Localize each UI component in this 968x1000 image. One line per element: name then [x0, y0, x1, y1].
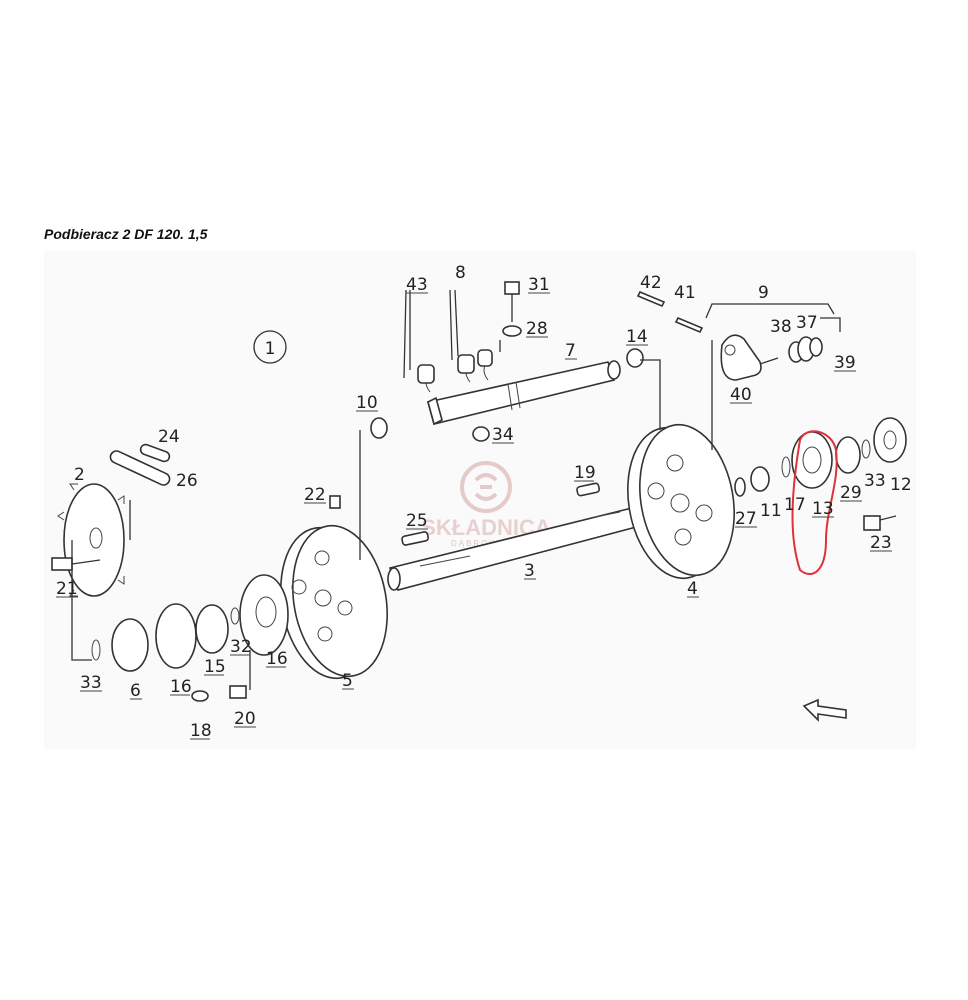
label-part: 8 [455, 263, 466, 283]
label-part: 27 [735, 509, 757, 529]
label-part: 7 [565, 341, 576, 361]
label-part: 24 [158, 427, 180, 447]
label-part: 17 [784, 495, 806, 515]
label-part: 33 [864, 471, 886, 491]
roller-38-37 [788, 336, 823, 363]
label-part: 33 [80, 673, 102, 693]
spring-tines [403, 289, 459, 379]
label-part: 43 [406, 275, 428, 295]
label-part: 5 [342, 671, 353, 691]
bolt-31 [502, 281, 522, 337]
label-part: 11 [760, 501, 782, 521]
label-part: 21 [56, 579, 78, 599]
key-19 [576, 482, 601, 497]
label-part: 32 [230, 637, 252, 657]
disc-4 [627, 423, 735, 580]
label-part: 38 [770, 317, 792, 337]
figure-number: 1 [253, 330, 287, 364]
label-part: 34 [492, 425, 514, 445]
part-22 [329, 495, 341, 509]
label-part: 6 [130, 681, 141, 701]
bushing-14 [626, 348, 644, 368]
chain-links [109, 443, 171, 486]
label-part: 29 [840, 483, 862, 503]
label-part: 40 [730, 385, 752, 405]
label-part: 2 [74, 465, 85, 485]
label-part: 20 [234, 709, 256, 729]
label-part: 23 [870, 533, 892, 553]
label-part: 16 [170, 677, 192, 697]
label-underlines [56, 292, 892, 740]
highlight-outline [791, 430, 838, 576]
label-part: 10 [356, 393, 378, 413]
svg-text:DĄBROWSKY: DĄBROWSKY [451, 539, 521, 548]
label-part: 3 [524, 561, 535, 581]
label-part: 4 [687, 579, 698, 599]
lever-40 [720, 334, 779, 381]
hub-assembly [91, 574, 289, 702]
nut-34 [472, 426, 490, 442]
label-part: 28 [526, 319, 548, 339]
label-part: 37 [796, 313, 818, 333]
assembly-lines [71, 303, 841, 690]
label-part: 25 [406, 511, 428, 531]
bushing-10 [370, 417, 388, 439]
label-part: 15 [204, 657, 226, 677]
label-part: 42 [640, 273, 662, 293]
label-part: 12 [890, 475, 912, 495]
key-25 [401, 531, 429, 546]
label-part: 22 [304, 485, 326, 505]
label-part: 39 [834, 353, 856, 373]
label-part: 31 [528, 275, 550, 295]
label-part: 26 [176, 471, 198, 491]
part-labels: 2 21 24 26 33 6 16 15 32 16 18 20 5 22 1… [56, 263, 912, 741]
pins [636, 290, 704, 334]
label-part: 19 [574, 463, 596, 483]
label-part: 41 [674, 283, 696, 303]
sprocket-2 [51, 483, 125, 597]
svg-text:1: 1 [265, 339, 276, 359]
label-part: 13 [812, 499, 834, 519]
label-part: 16 [266, 649, 288, 669]
right-bearing-stack [734, 417, 907, 531]
label-part: 9 [758, 283, 769, 303]
label-part: 14 [626, 327, 648, 347]
label-part: 18 [190, 721, 212, 741]
tube-7 [417, 349, 621, 426]
direction-arrow [802, 698, 847, 722]
drawing-title: Podbieracz 2 DF 120. 1,5 [44, 226, 208, 242]
